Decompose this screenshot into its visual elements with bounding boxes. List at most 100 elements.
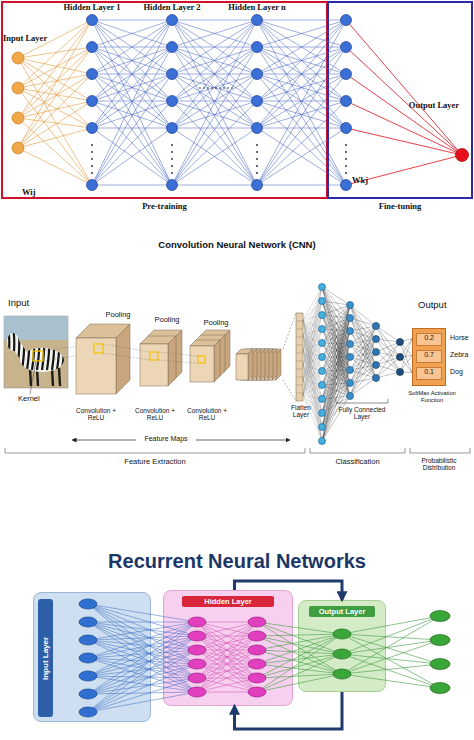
- feedback-arrow: [235, 581, 343, 600]
- dense-weight: [322, 301, 350, 370]
- layer-label: Hidden Layer 2: [137, 3, 207, 13]
- receptive-field: [150, 352, 158, 360]
- flatten-weight: [303, 357, 322, 395]
- dense-weight: [350, 305, 376, 352]
- flatten-weight: [303, 329, 322, 365]
- ellipsis-dot: [345, 158, 347, 160]
- zebra: [0, 320, 70, 390]
- hidden-weight: [257, 20, 346, 74]
- dense-weight: [350, 305, 376, 339]
- input-weight: [18, 58, 92, 101]
- section-bracket: [410, 448, 470, 453]
- operation-label: Pooling: [196, 319, 236, 328]
- dense-weight: [322, 305, 350, 315]
- flatten-cell: [296, 377, 303, 378]
- dense-weight: [350, 326, 376, 383]
- output-weight: [346, 74, 462, 155]
- dense-weight: [350, 326, 376, 370]
- section-label: Classification: [310, 458, 405, 467]
- zebra-stripe: [52, 328, 54, 370]
- ellipsis-dot: [256, 172, 258, 174]
- input-weight: [18, 128, 92, 148]
- dense-weight: [322, 305, 350, 441]
- projection-line: [158, 352, 198, 356]
- dense-neuron: [347, 380, 354, 387]
- hidden-neuron: [248, 687, 266, 697]
- dense-weight: [350, 326, 376, 396]
- dense-neuron: [373, 336, 380, 343]
- dense-weight: [350, 365, 376, 396]
- hidden-weight: [257, 20, 346, 128]
- dense-weight: [322, 331, 350, 385]
- zebra-leg: [52, 368, 53, 386]
- dense-neuron: [347, 302, 354, 309]
- softmax-output-box: 0.20.70.1: [412, 328, 446, 386]
- hidden-neuron: [188, 617, 206, 627]
- zebra-stripe: [42, 328, 44, 370]
- flatten-cell: [296, 385, 303, 386]
- dense-neuron: [319, 410, 326, 417]
- dense-weight: [376, 352, 400, 372]
- dense-neuron: [319, 312, 326, 319]
- dense-neuron: [319, 438, 326, 445]
- hidden-neuron: [252, 180, 263, 191]
- layer-title: Hidden Layer: [182, 596, 274, 607]
- zebra-stripe: [12, 328, 14, 370]
- hidden-neuron: [188, 645, 206, 655]
- input-neuron: [12, 82, 24, 94]
- input-weight: [18, 88, 92, 101]
- hidden-weight: [257, 128, 346, 185]
- input-weight: [88, 650, 197, 712]
- zebra-stripe: [37, 328, 39, 370]
- input-weight: [18, 74, 92, 88]
- panel-title: Recurrent Neural Networks: [0, 550, 474, 573]
- class-name: Horse: [450, 334, 469, 342]
- dense-weight: [322, 370, 350, 399]
- hidden-weight: [92, 20, 172, 74]
- zebra-stripe: [47, 328, 49, 370]
- hidden-weight: [172, 128, 257, 185]
- dense-neuron: [319, 382, 326, 389]
- zebra-stripe: [17, 328, 19, 370]
- hidden-weight: [197, 678, 257, 692]
- flatten-cell: [296, 393, 303, 394]
- hidden-weight: [172, 101, 257, 185]
- hidden-weight: [197, 650, 257, 692]
- dense-weight: [350, 318, 376, 365]
- hidden-weight: [92, 185, 172, 186]
- zebra-stripe: [2, 328, 4, 370]
- flatten-layer: [296, 313, 303, 401]
- dense-neuron: [373, 323, 380, 330]
- hidden-weight: [257, 101, 346, 185]
- hidden-neuron: [252, 15, 263, 26]
- input-weight: [18, 58, 92, 74]
- hidden-weight: [257, 20, 346, 185]
- hidden-neuron: [252, 123, 263, 134]
- output-weight: [257, 654, 342, 692]
- hidden-weight: [257, 74, 346, 128]
- ellipsis-dot: [227, 87, 229, 89]
- section-label: Probabilistic Distribution: [406, 457, 472, 472]
- output-weight: [346, 20, 462, 155]
- projection-line: [158, 360, 198, 363]
- input-weight: [18, 47, 92, 148]
- ellipsis-dot: [256, 158, 258, 160]
- output-neuron: [430, 635, 450, 646]
- output-weight: [257, 664, 342, 674]
- output-weight: [257, 674, 342, 678]
- dense-weight: [322, 287, 350, 357]
- ellipsis-dot: [231, 87, 233, 89]
- probability-value: 0.1: [416, 367, 442, 380]
- layer-label: Output Layer: [398, 101, 470, 111]
- ellipsis-dot: [223, 87, 225, 89]
- stage-label: Output: [418, 300, 447, 311]
- output-neuron: [430, 683, 450, 694]
- output-weight: [342, 634, 440, 688]
- hidden-weight: [92, 20, 172, 128]
- hidden-weight: [172, 20, 257, 47]
- input-weight: [88, 640, 197, 692]
- ellipsis-dot: [345, 144, 347, 146]
- hidden-weight: [92, 128, 172, 185]
- dense-weight: [350, 326, 376, 357]
